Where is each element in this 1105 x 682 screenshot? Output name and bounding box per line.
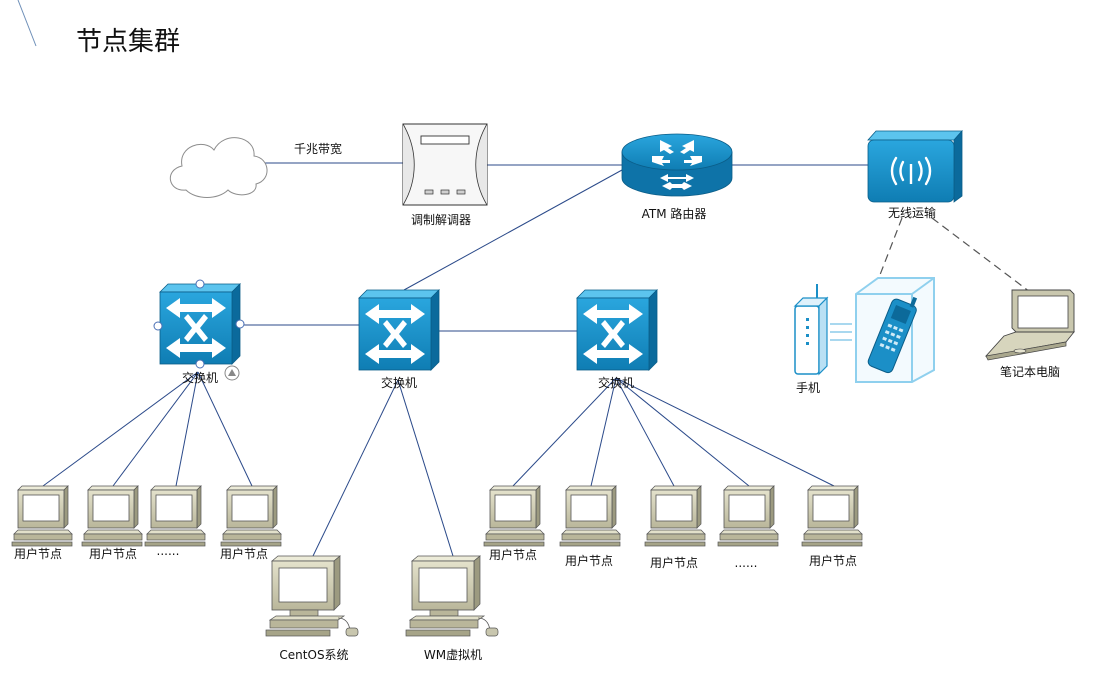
user-node-icon[interactable] — [801, 485, 863, 547]
user-node-icon[interactable] — [717, 485, 779, 547]
user-node-label: 用户节点 — [14, 546, 62, 561]
page-title: 节点集群 — [76, 27, 180, 57]
switch-2-label: 交换机 — [381, 375, 417, 390]
ellipsis-label: ...... — [735, 556, 758, 570]
laptop-icon[interactable] — [984, 289, 1075, 361]
bandwidth-label: 千兆带宽 — [294, 141, 342, 156]
vm-workstation-icon[interactable] — [405, 555, 499, 637]
corner-decoration — [17, 0, 37, 47]
selection-handles[interactable] — [153, 279, 245, 369]
user-node-icon[interactable] — [644, 485, 706, 547]
user-node-icon[interactable] — [220, 485, 282, 547]
mobile-phone-icon[interactable] — [793, 284, 829, 376]
switch-icon-1[interactable] — [159, 283, 241, 365]
internet-cloud-icon — [170, 137, 268, 198]
connection-lines — [42, 162, 1031, 557]
modem-label: 调制解调器 — [411, 213, 471, 227]
switch-1-label: 交换机 — [182, 370, 218, 385]
user-node-icon[interactable] — [81, 485, 143, 547]
user-node-label: 用户节点 — [220, 546, 268, 561]
rotate-handle-icon[interactable] — [224, 365, 240, 381]
user-node-label: 用户节点 — [809, 553, 857, 568]
centos-label: CentOS系统 — [279, 648, 348, 662]
user-node-icon[interactable] — [559, 485, 621, 547]
modem-icon[interactable] — [402, 123, 488, 206]
user-node-icon[interactable] — [11, 485, 73, 547]
vm-label: WM虚拟机 — [424, 648, 482, 662]
user-node-icon[interactable] — [483, 485, 545, 547]
user-node-label: 用户节点 — [89, 546, 137, 561]
centos-workstation-icon[interactable] — [265, 555, 359, 637]
user-node-icon[interactable] — [144, 485, 206, 547]
laptop-label: 笔记本电脑 — [1000, 364, 1060, 379]
user-node-label: 用户节点 — [650, 555, 698, 570]
signal-lines — [830, 323, 852, 341]
ellipsis-label: ...... — [157, 544, 180, 558]
user-node-label: 用户节点 — [489, 547, 537, 562]
switch-icon-3[interactable] — [576, 289, 658, 371]
phone-label: 手机 — [796, 381, 820, 395]
wireless-label: 无线运输 — [888, 205, 936, 220]
handset-icon[interactable] — [855, 277, 935, 383]
wireless-access-icon[interactable] — [867, 129, 963, 203]
switch-icon-2[interactable] — [358, 289, 440, 371]
router-icon[interactable] — [621, 133, 733, 197]
switch-3-label: 交换机 — [598, 375, 634, 390]
user-node-label: 用户节点 — [565, 553, 613, 568]
router-label: ATM 路由器 — [642, 206, 707, 221]
